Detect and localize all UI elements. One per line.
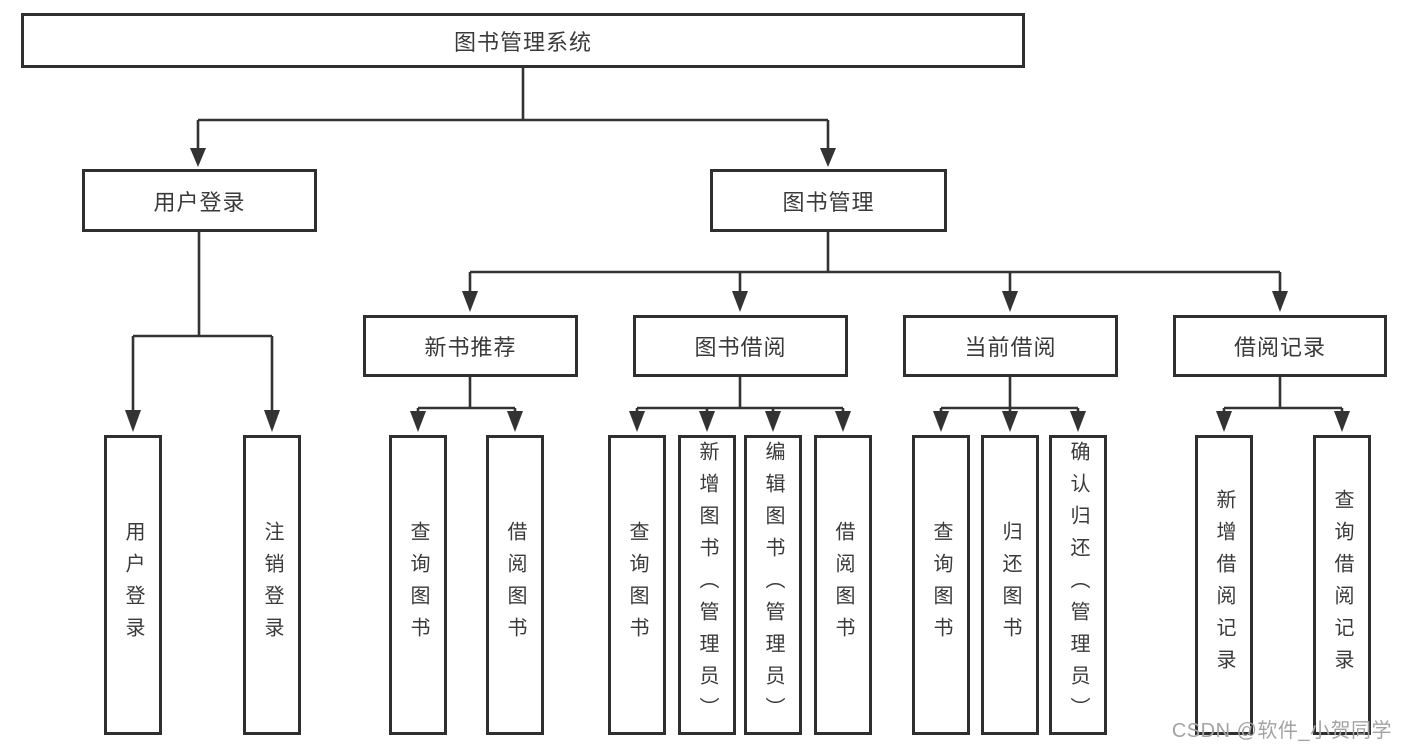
- node-leaf-return-book: 归还图书: [981, 435, 1039, 735]
- node-leaf-query-books-1: 查询图书: [389, 435, 447, 735]
- arrow-down-icon: [462, 291, 478, 312]
- arrow-down-icon: [1272, 291, 1288, 312]
- node-leaf-logout: 注销登录: [243, 435, 301, 735]
- arrow-down-icon: [1002, 411, 1018, 432]
- node-leaf-query-borrow-record: 查询借阅记录: [1313, 435, 1371, 735]
- node-leaf-query-books-3-label: 查询图书: [930, 521, 952, 649]
- node-book-management-label: 图书管理: [782, 189, 875, 215]
- node-leaf-edit-book-admin-label: 编辑图书（管理员）: [762, 441, 784, 729]
- node-leaf-borrow-books-1: 借阅图书: [486, 435, 544, 735]
- arrow-down-icon: [1334, 411, 1350, 432]
- arrow-down-icon: [125, 410, 141, 432]
- node-root-label: 图书管理系统: [453, 29, 592, 55]
- node-leaf-query-books-1-label: 查询图书: [407, 521, 429, 649]
- node-leaf-borrow-books-2: 借阅图书: [814, 435, 872, 735]
- arrow-down-icon: [264, 410, 280, 432]
- node-leaf-user-login: 用户登录: [104, 435, 162, 735]
- node-leaf-add-book-admin: 新增图书（管理员）: [678, 435, 736, 735]
- node-book-management: 图书管理: [710, 169, 947, 232]
- node-book-borrow: 图书借阅: [633, 315, 848, 377]
- arrow-down-icon: [1002, 291, 1018, 312]
- arrow-down-icon: [629, 411, 645, 432]
- arrow-down-icon: [820, 148, 836, 167]
- node-new-book-recommend: 新书推荐: [363, 315, 578, 377]
- arrow-down-icon: [835, 411, 851, 432]
- node-leaf-query-books-3: 查询图书: [912, 435, 970, 735]
- node-leaf-query-books-2: 查询图书: [608, 435, 666, 735]
- node-user-login-label: 用户登录: [153, 189, 246, 215]
- node-current-borrow-label: 当前借阅: [964, 335, 1057, 360]
- node-leaf-borrow-books-2-label: 借阅图书: [832, 521, 854, 649]
- node-leaf-logout-label: 注销登录: [261, 521, 283, 649]
- node-root: 图书管理系统: [21, 13, 1025, 68]
- node-borrow-records: 借阅记录: [1173, 315, 1387, 377]
- node-leaf-return-book-label: 归还图书: [999, 521, 1021, 649]
- arrow-down-icon: [1216, 411, 1232, 432]
- node-leaf-add-borrow-record: 新增借阅记录: [1195, 435, 1253, 735]
- arrow-down-icon: [732, 291, 748, 312]
- node-leaf-add-book-admin-label: 新增图书（管理员）: [696, 441, 718, 729]
- node-book-borrow-label: 图书借阅: [694, 335, 787, 360]
- arrow-down-icon: [507, 411, 523, 432]
- node-leaf-borrow-books-1-label: 借阅图书: [504, 521, 526, 649]
- node-new-book-recommend-label: 新书推荐: [424, 335, 517, 360]
- node-user-login: 用户登录: [82, 169, 317, 232]
- node-leaf-query-books-2-label: 查询图书: [626, 521, 648, 649]
- arrow-down-icon: [933, 411, 949, 432]
- node-leaf-edit-book-admin: 编辑图书（管理员）: [744, 435, 802, 735]
- node-leaf-query-borrow-record-label: 查询借阅记录: [1331, 489, 1353, 681]
- arrow-down-icon: [410, 411, 426, 432]
- node-leaf-confirm-return-admin: 确认归还（管理员）: [1049, 435, 1107, 735]
- arrow-down-icon: [1070, 411, 1086, 432]
- node-borrow-records-label: 借阅记录: [1233, 335, 1326, 360]
- arrow-down-icon: [765, 411, 781, 432]
- arrow-down-icon: [190, 148, 206, 167]
- node-leaf-confirm-return-admin-label: 确认归还（管理员）: [1067, 441, 1089, 729]
- node-leaf-user-login-label: 用户登录: [122, 521, 144, 649]
- node-current-borrow: 当前借阅: [903, 315, 1118, 377]
- csdn-watermark: CSDN @软件_小贺同学: [1171, 720, 1392, 742]
- arrow-down-icon: [699, 411, 715, 432]
- node-leaf-add-borrow-record-label: 新增借阅记录: [1213, 489, 1235, 681]
